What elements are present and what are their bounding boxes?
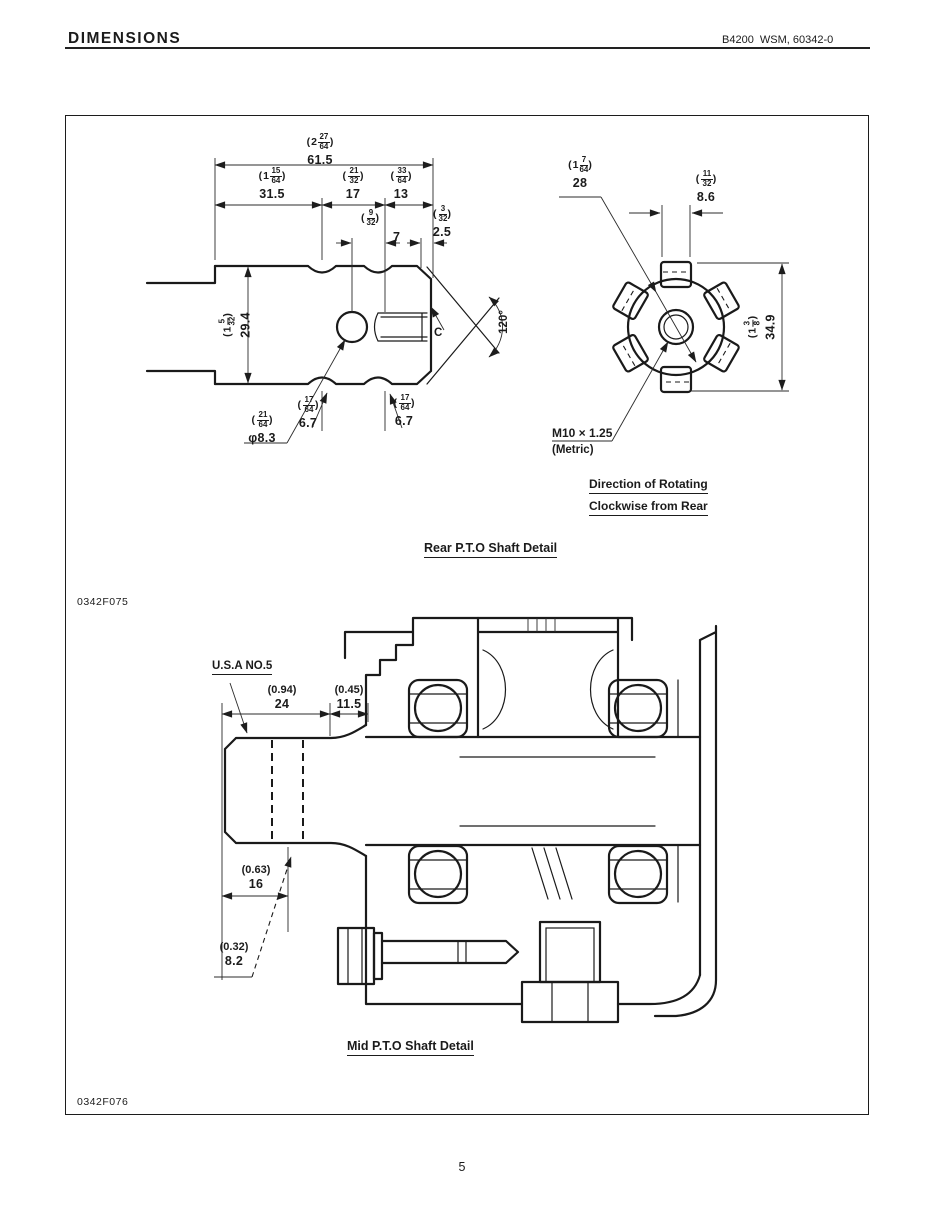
mid-shaft-section-view: [214, 616, 718, 1024]
mid-figure-caption: Mid P.T.O Shaft Detail: [347, 1039, 474, 1056]
page-number: 5: [458, 1160, 466, 1174]
dim-mid-shaft-length: (0.94) 24: [267, 684, 297, 711]
rear-figure-caption: Rear P.T.O Shaft Detail: [424, 541, 558, 558]
drain-plug: [520, 920, 620, 1024]
spline-teeth: [612, 260, 740, 394]
bearing-top-right: [607, 678, 669, 739]
mid-figure-code: 0342F076: [77, 1096, 129, 1108]
rear-shaft-side-view: [145, 158, 503, 444]
rear-figure-code: 0342F075: [77, 596, 129, 608]
header-rule: [65, 47, 870, 49]
dim-mid-hole-position: (0.63) 16: [241, 864, 271, 891]
dim-neck-mm: 7: [393, 229, 401, 244]
spline-body: [626, 277, 726, 377]
figure-frame: [65, 115, 869, 1115]
page-title: DIMENSIONS: [68, 30, 182, 47]
cross-hole: [335, 310, 369, 344]
dim-neck-inch: 932: [352, 208, 388, 228]
threaded-bore: [373, 312, 428, 342]
thread-note-label: (Metric): [552, 444, 594, 456]
bolt: [336, 926, 520, 986]
dim-mid-taper-length: (0.45) 11.5: [334, 684, 364, 711]
bearing-bottom-right: [607, 844, 669, 905]
spline-standard-label: U.S.A NO.5: [212, 660, 273, 675]
dim-chamfer-length: 332 2.5: [423, 204, 461, 238]
bearing-top-left: [407, 678, 469, 739]
chamfer-angle-label: 120°: [498, 310, 510, 334]
rotation-note-line1: Direction of Rotating: [589, 477, 708, 494]
bearing-bottom-left: [407, 844, 469, 905]
rotation-note-line2: Clockwise from Rear: [589, 499, 708, 516]
hidden-hole: [271, 740, 304, 841]
chamfer-lines: [426, 266, 500, 385]
spline-hatch: [531, 847, 573, 900]
thread-spec-label: M10 × 1.25: [552, 426, 613, 440]
dim-spline-od: 138 34.9: [742, 314, 777, 340]
dim-mid-hole-diameter: (0.32) 8.2: [219, 941, 249, 968]
doc-ref: B4200 WSM, 60342-0: [722, 34, 834, 46]
center-hole: [657, 308, 695, 346]
rear-shaft-end-view: [552, 196, 789, 442]
chamfer-mark-label: C: [434, 327, 443, 339]
